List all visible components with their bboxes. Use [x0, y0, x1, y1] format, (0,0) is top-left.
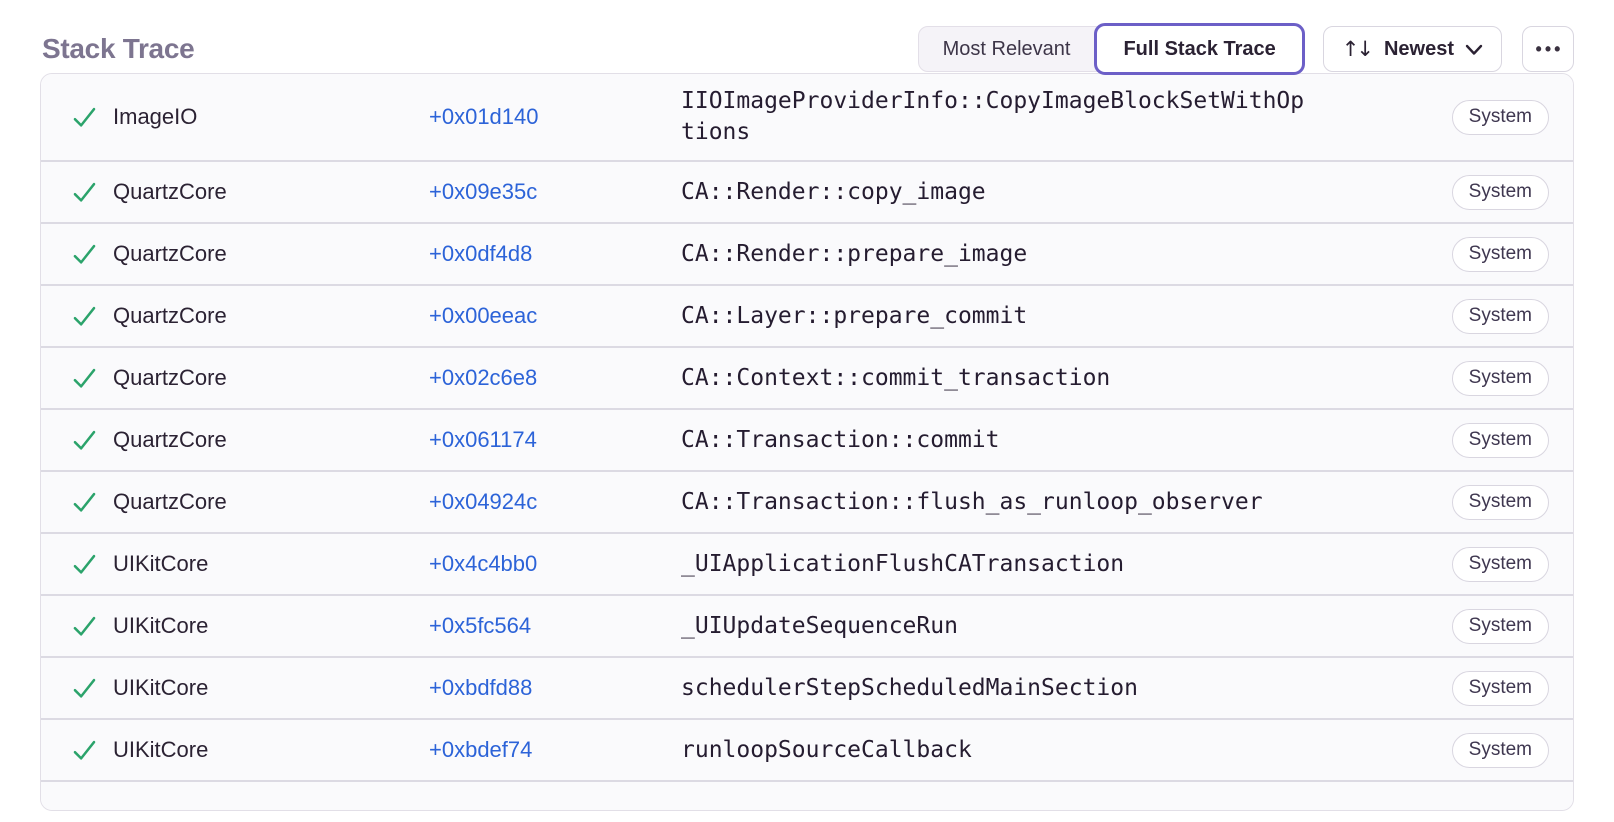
check-icon	[71, 104, 99, 131]
sort-label: Newest	[1383, 37, 1454, 60]
frame-module: UIKitCore	[113, 551, 209, 576]
frame-function: runloopSourceCallback	[681, 736, 972, 763]
stack-frame-row[interactable]: UIKitCore +0xbdef74 runloopSourceCallbac…	[41, 718, 1573, 780]
frame-system-badge: System	[1451, 360, 1549, 396]
stack-frame-row[interactable]: QuartzCore +0x02c6e8 CA::Context::commit…	[41, 346, 1573, 408]
frame-system-badge: System	[1451, 732, 1549, 768]
stack-trace-header: Stack Trace Most Relevant Full Stack Tra…	[0, 0, 1614, 75]
check-icon	[71, 241, 99, 268]
frame-address-link[interactable]: +0xbdef74	[429, 737, 533, 762]
frame-address-link[interactable]: +0x04924c	[429, 489, 538, 514]
frame-system-badge: System	[1451, 99, 1549, 135]
ellipsis-icon: •••	[1535, 39, 1564, 59]
frame-address-link[interactable]: +0x01d140	[429, 104, 539, 129]
stack-frame-row[interactable]: QuartzCore +0x0df4d8 CA::Render::prepare…	[41, 222, 1573, 284]
frame-function: CA::Transaction::flush_as_runloop_observ…	[681, 488, 1263, 515]
frame-address-link[interactable]: +0x5fc564	[429, 613, 532, 638]
frame-function: _UIUpdateSequenceRun	[681, 612, 958, 639]
stack-trace-panel: ImageIO +0x01d140 IIOImageProviderInfo::…	[40, 73, 1574, 811]
frame-system-badge: System	[1451, 608, 1549, 644]
frame-function: IIOImageProviderInfo::CopyImageBlockSetW…	[681, 88, 1305, 145]
frame-module: QuartzCore	[113, 427, 227, 452]
frame-module: QuartzCore	[113, 365, 227, 390]
stack-trace-list: ImageIO +0x01d140 IIOImageProviderInfo::…	[41, 74, 1573, 780]
stack-frame-row[interactable]: QuartzCore +0x00eeac CA::Layer::prepare_…	[41, 284, 1573, 346]
full-stack-trace-button[interactable]: Full Stack Trace	[1094, 23, 1305, 75]
stack-frame-row[interactable]: QuartzCore +0x04924c CA::Transaction::fl…	[41, 470, 1573, 532]
frame-address-link[interactable]: +0x09e35c	[429, 179, 538, 204]
frame-function: CA::Render::prepare_image	[681, 240, 1028, 267]
stack-frame-row[interactable]: UIKitCore +0xbdfd88 schedulerStepSchedul…	[41, 656, 1573, 718]
sort-icon: ↑↓	[1341, 37, 1374, 61]
frame-module: QuartzCore	[113, 489, 227, 514]
frame-system-badge: System	[1451, 546, 1549, 582]
frame-function: CA::Transaction::commit	[681, 426, 1000, 453]
frame-address-link[interactable]: +0xbdfd88	[429, 675, 533, 700]
frame-module: UIKitCore	[113, 737, 209, 762]
check-icon	[71, 551, 99, 578]
frame-system-badge: System	[1451, 298, 1549, 334]
check-icon	[71, 675, 99, 702]
frame-module: QuartzCore	[113, 179, 227, 204]
frame-function: CA::Context::commit_transaction	[681, 364, 1111, 391]
frame-function: CA::Layer::prepare_commit	[681, 302, 1028, 329]
check-icon	[71, 613, 99, 640]
check-icon	[71, 737, 99, 764]
check-icon	[71, 427, 99, 454]
frame-module: UIKitCore	[113, 613, 209, 638]
check-icon	[71, 489, 99, 516]
stack-frame-row-partial	[41, 780, 1573, 810]
chevron-down-icon	[1465, 44, 1483, 55]
stack-frame-row[interactable]: QuartzCore +0x061174 CA::Transaction::co…	[41, 408, 1573, 470]
frame-module: QuartzCore	[113, 241, 227, 266]
frame-system-badge: System	[1451, 670, 1549, 706]
frame-address-link[interactable]: +0x00eeac	[429, 303, 538, 328]
sort-button[interactable]: ↑↓ Newest	[1322, 26, 1502, 72]
frame-module: QuartzCore	[113, 303, 227, 328]
frame-function: _UIApplicationFlushCATransaction	[681, 550, 1125, 577]
frame-system-badge: System	[1451, 236, 1549, 272]
frame-address-link[interactable]: +0x4c4bb0	[429, 551, 538, 576]
check-icon	[71, 303, 99, 330]
header-controls: Most Relevant Full Stack Trace ↑↓ Newest…	[917, 23, 1574, 75]
stack-frame-row[interactable]: UIKitCore +0x5fc564 _UIUpdateSequenceRun…	[41, 594, 1573, 656]
check-icon	[71, 365, 99, 392]
frame-module: ImageIO	[113, 104, 198, 129]
frame-function: CA::Render::copy_image	[681, 178, 986, 205]
display-toggle: Most Relevant Full Stack Trace	[917, 23, 1305, 75]
more-options-button[interactable]: •••	[1522, 26, 1574, 72]
frame-system-badge: System	[1451, 174, 1549, 210]
frame-address-link[interactable]: +0x061174	[429, 427, 537, 452]
frame-system-badge: System	[1451, 484, 1549, 520]
page-title: Stack Trace	[42, 33, 195, 64]
frame-address-link[interactable]: +0x02c6e8	[429, 365, 538, 390]
frame-address-link[interactable]: +0x0df4d8	[429, 241, 533, 266]
check-icon	[71, 179, 99, 206]
frame-system-badge: System	[1451, 422, 1549, 458]
most-relevant-button[interactable]: Most Relevant	[919, 27, 1095, 71]
frame-function: schedulerStepScheduledMainSection	[681, 674, 1138, 701]
stack-frame-row[interactable]: ImageIO +0x01d140 IIOImageProviderInfo::…	[41, 74, 1573, 160]
stack-frame-row[interactable]: UIKitCore +0x4c4bb0 _UIApplicationFlushC…	[41, 532, 1573, 594]
stack-frame-row[interactable]: QuartzCore +0x09e35c CA::Render::copy_im…	[41, 160, 1573, 222]
frame-module: UIKitCore	[113, 675, 209, 700]
